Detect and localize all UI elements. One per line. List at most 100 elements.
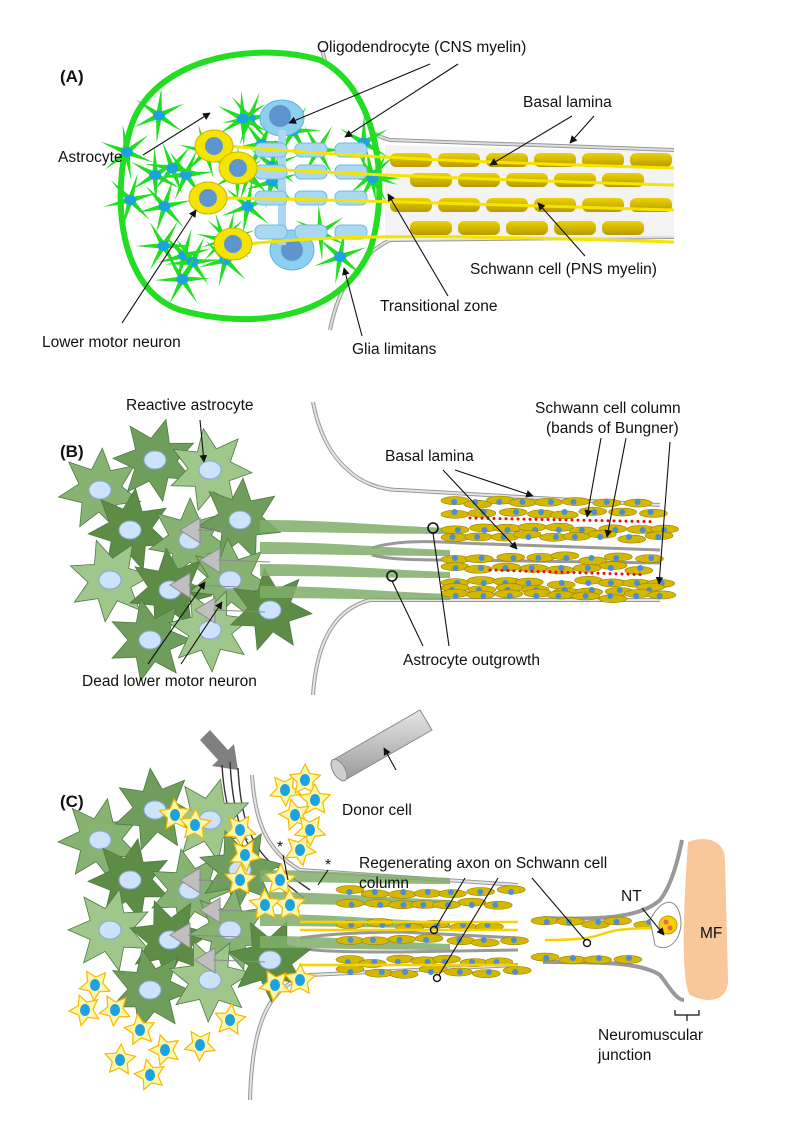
donor-cell-nucleus	[310, 794, 320, 806]
donor-cell-nucleus	[110, 1004, 120, 1016]
label-nmj-1: Neuromuscular	[598, 1027, 703, 1044]
band-marker-dot	[594, 519, 598, 523]
axon	[221, 196, 675, 212]
donor-cell-nucleus	[135, 1024, 145, 1036]
band-marker-dot	[492, 516, 496, 520]
schwann-nucleus	[588, 555, 595, 561]
schwann-nucleus	[613, 555, 620, 561]
schwann-nucleus	[424, 889, 431, 895]
schwann-nucleus	[519, 499, 526, 505]
astrocyte-nucleus	[149, 169, 162, 180]
schwann-nucleus	[478, 555, 485, 561]
band-marker-dot	[614, 572, 618, 576]
schwann-cell	[463, 499, 493, 509]
label-mf: MF	[700, 925, 722, 942]
band-marker-dot	[626, 572, 630, 576]
schwann-nucleus	[656, 593, 663, 599]
band-marker-dot	[504, 517, 508, 521]
schwann-nucleus	[525, 580, 532, 586]
nerve-interior	[385, 145, 674, 240]
asterisk-2: *	[325, 857, 331, 874]
basal-lamina-b	[311, 401, 661, 696]
band-marker-dot	[600, 519, 604, 523]
label-donor-cell: Donor cell	[342, 802, 412, 819]
astrocyte-nucleus	[138, 980, 162, 1000]
schwann-nucleus	[423, 937, 430, 943]
astrocyte-nucleus	[138, 630, 162, 650]
astrocyte-process	[260, 542, 450, 556]
donor-cell-nucleus	[195, 1039, 205, 1051]
schwann-nucleus	[612, 527, 619, 533]
schwann-nucleus	[486, 969, 493, 975]
donor-cell-nucleus	[290, 809, 300, 821]
astrocyte-nucleus	[158, 201, 171, 212]
astrocyte-nucleus	[98, 570, 122, 590]
schwann-nucleus	[449, 534, 456, 540]
astrocyte-nucleus	[334, 251, 347, 262]
donor-cell-nucleus	[90, 979, 100, 991]
band-marker-dot	[608, 572, 612, 576]
band-marker-dot	[498, 517, 502, 521]
label-regen-2: column	[359, 875, 409, 892]
band-marker-dot	[506, 569, 510, 573]
glia-region	[117, 49, 383, 323]
schwann-nucleus	[597, 534, 604, 540]
schwann-nucleus	[456, 969, 463, 975]
schwann-nucleus	[639, 527, 646, 533]
band-marker-dot	[570, 518, 574, 522]
band-marker-dot	[552, 518, 556, 522]
astrocyte-nucleus	[88, 830, 112, 850]
astrocyte-process	[260, 564, 450, 578]
astrocyte-nucleus	[176, 274, 189, 285]
regenerating-axon	[544, 926, 661, 942]
schwann-nucleus	[480, 580, 487, 586]
label-oligodendrocyte: Oligodendrocyte (CNS myelin)	[317, 39, 526, 56]
band-marker-dot	[558, 518, 562, 522]
label-schwann-column-1: Schwann cell column	[535, 400, 681, 417]
band-marker-dot	[528, 517, 532, 521]
schwann-nucleus	[595, 919, 602, 925]
band-marker-dot	[620, 572, 624, 576]
schwann-nucleus	[371, 889, 378, 895]
schwann-nucleus	[396, 937, 403, 943]
label-reactive-astrocyte: Reactive astrocyte	[126, 397, 254, 414]
schwann-nucleus	[585, 580, 592, 586]
donor-cell-nucleus	[275, 874, 285, 886]
schwann-nucleus	[555, 593, 562, 599]
schwann-nucleus	[591, 509, 598, 515]
schwann-nucleus	[344, 959, 351, 965]
myelin-sheath	[254, 224, 288, 240]
schwann-nucleus	[655, 534, 662, 540]
astrocyte-nucleus	[120, 147, 133, 158]
schwann-cell	[390, 198, 432, 212]
schwann-nucleus	[400, 902, 407, 908]
schwann-cell	[602, 221, 644, 235]
schwann-nucleus	[626, 955, 633, 961]
donor-cell-nucleus	[235, 874, 245, 886]
astrocyte-nucleus	[198, 970, 222, 990]
label-lower-motor-neuron: Lower motor neuron	[42, 334, 181, 351]
schwann-nucleus	[634, 499, 641, 505]
band-marker-dot	[542, 570, 546, 574]
schwann-nucleus	[613, 919, 620, 925]
schwann-cell	[554, 221, 596, 235]
schwann-nucleus	[480, 937, 487, 943]
schwann-nucleus	[528, 565, 535, 571]
astrocyte-nucleus	[198, 460, 222, 480]
schwann-cell	[617, 534, 647, 544]
band-marker-dot	[630, 519, 634, 523]
label-glia-limitans: Glia limitans	[352, 341, 437, 358]
panel-b-label: (B)	[60, 442, 84, 461]
schwann-nucleus	[543, 919, 550, 925]
astrocyte-nucleus	[258, 950, 282, 970]
injection-needle	[330, 709, 433, 782]
astrocyte-nucleus	[179, 169, 192, 180]
schwann-nucleus	[558, 565, 565, 571]
label-transitional-zone: Transitional zone	[380, 298, 497, 315]
annotations-b: Reactive astrocyte Schwann cell column (…	[82, 397, 681, 690]
dead-neuron	[194, 947, 266, 974]
label-dead-neuron: Dead lower motor neuron	[82, 673, 257, 690]
schwann-nucleus	[460, 922, 467, 928]
astrocyte-nucleus	[218, 570, 242, 590]
astrocyte-process	[260, 870, 450, 884]
